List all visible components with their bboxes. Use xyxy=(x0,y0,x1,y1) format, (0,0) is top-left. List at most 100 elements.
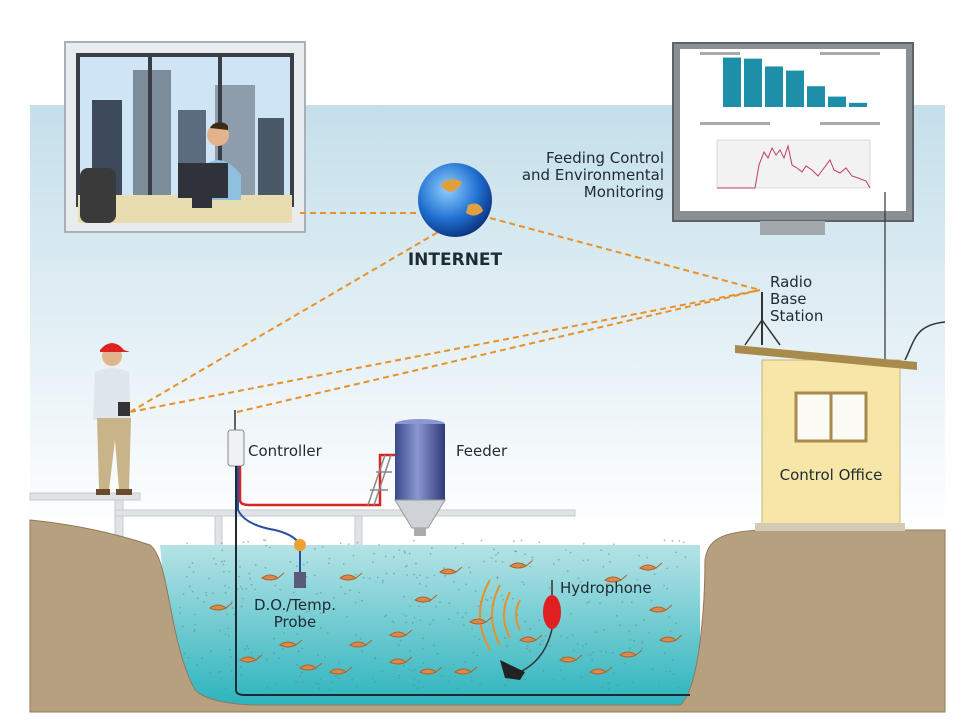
pellet xyxy=(590,654,593,656)
shrimp-icon xyxy=(389,629,413,638)
pellet xyxy=(315,593,318,595)
pellet xyxy=(422,637,424,640)
pellet xyxy=(301,647,304,650)
pellet xyxy=(468,566,470,569)
pellet xyxy=(495,554,497,556)
pellet xyxy=(541,640,544,642)
shrimp-icon xyxy=(589,666,613,675)
pellet xyxy=(392,621,395,624)
pellet xyxy=(229,648,231,651)
pellet xyxy=(223,560,226,563)
pellet xyxy=(416,576,418,579)
pellet xyxy=(240,665,242,668)
pellet xyxy=(187,657,190,659)
monitoring-label: Feeding Control and Environmental Monito… xyxy=(480,150,664,201)
shrimp-icon xyxy=(349,639,373,648)
pellet xyxy=(224,633,227,636)
pellet xyxy=(179,606,181,609)
pellet xyxy=(354,601,357,604)
pellet xyxy=(418,582,421,585)
pellet xyxy=(391,620,394,623)
pellet xyxy=(406,564,408,567)
pellet xyxy=(641,640,644,643)
pellet xyxy=(399,639,402,642)
control-office-building xyxy=(735,292,946,531)
pellet xyxy=(331,681,334,684)
pellet xyxy=(495,560,497,563)
pellet xyxy=(385,572,388,575)
pellet xyxy=(318,687,321,690)
pellet xyxy=(474,590,477,592)
pellet xyxy=(382,579,384,582)
pellet xyxy=(411,669,414,672)
pellet xyxy=(219,678,222,680)
pellet xyxy=(301,681,304,684)
pellet xyxy=(529,628,532,631)
pellet xyxy=(210,650,212,653)
pellet xyxy=(429,553,432,555)
pellet xyxy=(615,614,618,617)
pellet xyxy=(542,669,545,672)
pellet xyxy=(630,601,633,604)
pellet xyxy=(511,597,514,600)
pellet xyxy=(462,624,465,626)
pellet xyxy=(666,587,668,590)
pellet xyxy=(493,548,495,551)
pellet xyxy=(569,551,572,554)
pellet xyxy=(646,556,648,559)
pellet xyxy=(231,601,233,603)
shrimp-icon xyxy=(659,634,683,643)
pellet xyxy=(213,557,215,560)
pellet xyxy=(405,615,407,617)
pellet xyxy=(635,624,637,627)
pellet xyxy=(585,590,588,593)
pellet xyxy=(465,583,468,586)
pellet xyxy=(524,553,526,556)
radio-label-line2: Base xyxy=(770,290,807,308)
pellet xyxy=(385,614,387,617)
pellet xyxy=(208,577,210,580)
pellet xyxy=(629,647,631,650)
pellet xyxy=(374,657,376,659)
pellet xyxy=(240,605,243,608)
thumbnail-bar xyxy=(849,102,867,107)
pellet xyxy=(638,554,640,557)
pellet xyxy=(266,686,268,689)
pellet xyxy=(560,635,563,637)
pellet xyxy=(362,576,365,579)
shrimp-icon xyxy=(389,656,413,665)
pellet xyxy=(591,659,594,662)
shrimp-icon xyxy=(439,566,463,575)
pellet xyxy=(356,541,359,544)
line-chart-thumbnail xyxy=(717,144,871,189)
pellet xyxy=(522,583,525,586)
shrimp-icon xyxy=(604,574,628,583)
pellet xyxy=(631,681,634,684)
pellet xyxy=(224,584,226,587)
pellet xyxy=(229,656,232,658)
shrimp-icon xyxy=(261,572,285,581)
pellet xyxy=(328,562,330,565)
pellet xyxy=(570,613,572,615)
pellet xyxy=(405,621,407,624)
pellet xyxy=(292,591,295,594)
feeder-silo xyxy=(367,419,446,536)
pellet xyxy=(236,588,239,591)
pellet xyxy=(294,623,297,626)
pellet xyxy=(629,639,632,641)
thumbnail-bar xyxy=(807,86,825,107)
probe-label: D.O./Temp. Probe xyxy=(240,597,350,631)
pellet xyxy=(241,587,244,590)
pellet xyxy=(453,663,455,666)
pellet xyxy=(230,670,233,672)
pellet xyxy=(538,541,541,544)
pellet xyxy=(571,634,574,637)
pellet xyxy=(332,597,335,599)
shrimp-icon xyxy=(649,604,673,613)
pellet xyxy=(191,590,194,593)
pellet xyxy=(418,680,421,683)
pellet xyxy=(242,541,245,544)
hydrophone-label: Hydrophone xyxy=(560,579,652,597)
pellet xyxy=(471,627,474,630)
pellet xyxy=(313,574,316,577)
